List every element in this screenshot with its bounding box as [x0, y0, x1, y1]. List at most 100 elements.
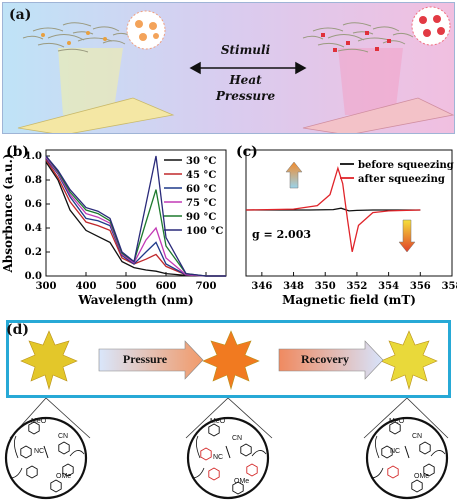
- legend-label: 90 °C: [186, 212, 216, 223]
- mol-left-nc: NC: [34, 448, 45, 455]
- y-tick-label: 0.6: [25, 199, 42, 210]
- x-tick-label: 700: [196, 281, 217, 292]
- central-bond: [225, 445, 231, 459]
- benzene-ring: [423, 463, 435, 477]
- series-line: [45, 158, 226, 277]
- x-tick-label: 348: [283, 281, 304, 292]
- zoom-lines: [9, 398, 449, 439]
- x-tick-label: 346: [251, 281, 272, 292]
- panel-d-box: Pressure Recovery: [6, 320, 451, 398]
- benzene-ring: [387, 465, 399, 479]
- x-tick-label: 600: [156, 281, 177, 292]
- legend-label: 60 °C: [186, 184, 216, 195]
- y-tick-label: 0.2: [25, 247, 42, 258]
- legend-label: 30 °C: [186, 156, 216, 167]
- x-tick-label: 358: [442, 281, 457, 292]
- recovery-arrow: [278, 340, 384, 380]
- zoom-circle-left: [126, 10, 166, 50]
- pressure-arrow-label: Pressure: [122, 352, 168, 366]
- y-tick-label: 1.0: [25, 151, 42, 162]
- mol-left-meo: MeO: [31, 418, 47, 425]
- pressure-label: Pressure: [215, 89, 276, 103]
- series-line: [246, 207, 421, 212]
- y-tick-label: 0.0: [25, 271, 42, 282]
- molecule-circle: [365, 416, 449, 500]
- molecule-circle: [186, 416, 270, 500]
- stimuli-label: Stimuli: [220, 43, 271, 57]
- panel-a: (a) Stimuli Heat Pressure: [2, 2, 455, 134]
- panel-c-label: (c): [236, 144, 258, 160]
- benzene-ring: [389, 421, 401, 435]
- legend-label: after squeezing: [358, 174, 445, 185]
- series-line: [45, 155, 226, 277]
- mol-mid-nc: NC: [213, 454, 224, 461]
- x-axis-label: Magnetic field (mT): [282, 293, 416, 307]
- x-tick-label: 352: [346, 281, 367, 292]
- light-beam-right: [338, 48, 403, 115]
- alkyl-chain: [370, 435, 446, 479]
- molecule-circle: [4, 416, 88, 500]
- alkyl-chain: [191, 435, 267, 479]
- molecule-right-structure: [365, 416, 449, 500]
- benzene-ring: [246, 463, 258, 477]
- alkyl-chain: [9, 435, 85, 479]
- benzene-ring: [200, 447, 212, 461]
- x-tick-label: 350: [315, 281, 336, 292]
- particles-left: [41, 31, 107, 45]
- panel-a-label: (a): [9, 7, 32, 23]
- chart-b-frame: [45, 149, 227, 277]
- x-tick-label: 500: [116, 281, 137, 292]
- legend-label: 100 °C: [186, 226, 223, 237]
- zoom-circle-right: [411, 6, 451, 46]
- x-tick-label: 356: [410, 281, 431, 292]
- mol-right-cn: CN: [412, 433, 423, 440]
- benzene-ring: [62, 463, 74, 477]
- legend-label: 75 °C: [186, 198, 216, 209]
- benzene-ring: [381, 445, 393, 459]
- benzene-ring: [411, 479, 423, 493]
- mol-right-nc: NC: [390, 448, 401, 455]
- benzene-ring: [26, 465, 38, 479]
- fiber-cloud-left: [22, 22, 134, 53]
- x-axis-label: Wavelength (nm): [77, 293, 193, 307]
- benzene-ring: [208, 423, 220, 437]
- molecule-row: [4, 398, 449, 500]
- series-line: [45, 161, 226, 277]
- benzene-ring: [58, 441, 70, 455]
- benzene-ring: [232, 481, 244, 495]
- mol-right-ome: OMe: [414, 473, 430, 480]
- leaf-orange-middle: [202, 330, 260, 391]
- leaf-yellow-left: [20, 330, 78, 391]
- benzene-ring: [240, 443, 252, 457]
- pressure-arrow: [98, 340, 204, 380]
- recovery-arrow-label: Recovery: [301, 352, 349, 366]
- particles-right: [321, 31, 391, 52]
- zoom-dots-right: [419, 15, 445, 37]
- mol-left-ome: OMe: [56, 473, 72, 480]
- mol-right-meo: MeO: [389, 418, 405, 425]
- mol-mid-ome: OMe: [234, 478, 250, 485]
- series-line: [45, 156, 226, 277]
- chart-c-frame: [245, 149, 453, 277]
- g-value-annotation: g = 2.003: [252, 228, 311, 241]
- leaf-yellow-right: [380, 330, 438, 391]
- legend-label: 45 °C: [186, 170, 216, 181]
- benzene-ring: [20, 445, 32, 459]
- series-line: [245, 165, 421, 252]
- x-tick-label: 400: [76, 281, 97, 292]
- paper-sheet-left: [17, 97, 175, 133]
- up-arrow-icon: [285, 161, 303, 189]
- central-bond: [43, 445, 49, 459]
- panel-d-label: (d): [6, 322, 30, 338]
- molecule-left-structure: [4, 416, 88, 500]
- panel-b-label: (b): [6, 144, 29, 160]
- fiber-cloud-right: [302, 22, 414, 53]
- benzene-ring: [208, 467, 220, 481]
- double-arrow: [189, 61, 307, 75]
- panel-d-art: [20, 330, 438, 391]
- zoom-dots-left: [135, 20, 159, 41]
- legend-label: before squeezing: [358, 160, 454, 171]
- mol-mid-cn: CN: [232, 435, 243, 442]
- y-axis-label: Absorbance (a.u.): [1, 153, 15, 273]
